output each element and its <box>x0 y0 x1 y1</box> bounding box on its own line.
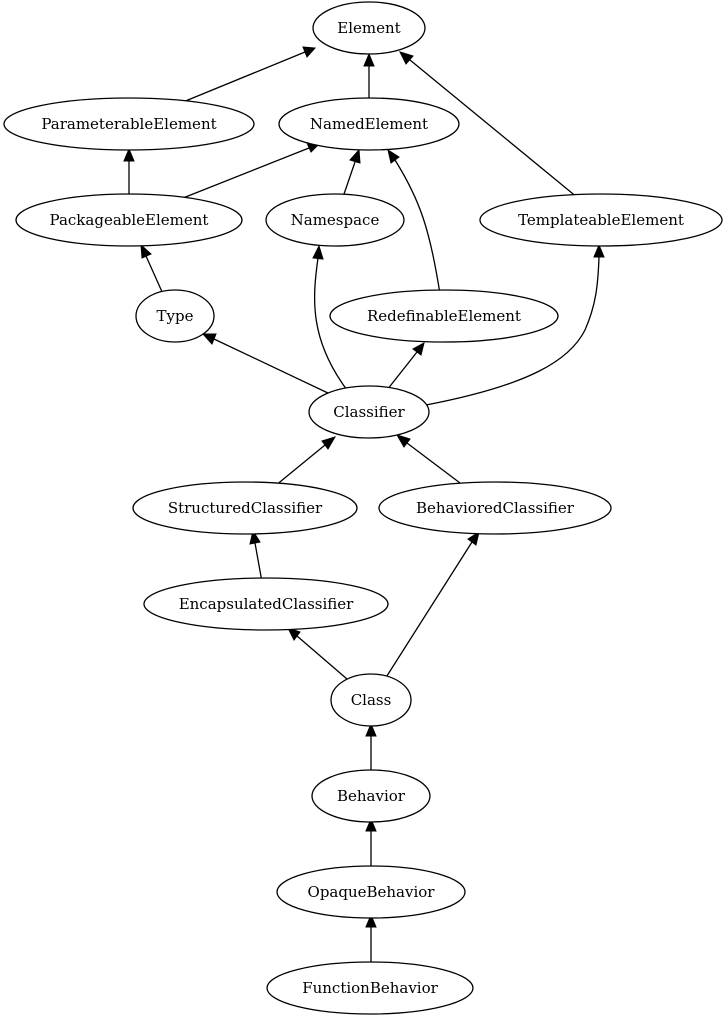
node-label: OpaqueBehavior <box>308 883 436 901</box>
node-templateableelement[interactable]: TemplateableElement <box>479 193 723 247</box>
edge-redefinableelement-to-namedelement <box>387 148 441 295</box>
node-namespace[interactable]: Namespace <box>265 193 405 247</box>
edge-classifier-to-templateableelement <box>425 243 605 406</box>
node-element[interactable]: Element <box>312 1 426 55</box>
edge-behavioredclassifier-to-classifier <box>395 434 465 487</box>
edge-classifier-to-redefinableelement <box>386 342 425 391</box>
node-label: Element <box>337 19 400 37</box>
edge-packageableelement-to-parameterableelement <box>123 147 135 197</box>
node-label: StructuredClassifier <box>168 499 323 517</box>
edge-namedelement-to-element <box>363 52 375 101</box>
node-behavior[interactable]: Behavior <box>311 769 431 823</box>
edges <box>123 46 605 966</box>
node-encapsulatedclassifier[interactable]: EncapsulatedClassifier <box>143 577 389 631</box>
node-label: TemplateableElement <box>518 211 684 229</box>
node-label: PackageableElement <box>50 211 209 229</box>
node-label: RedefinableElement <box>367 307 521 325</box>
node-classifier[interactable]: Classifier <box>308 385 430 439</box>
edge-templateableelement-to-element <box>399 51 579 199</box>
edge-class-to-behavioredclassifier <box>384 530 480 680</box>
edge-functionbehavior-to-opaquebehavior <box>365 913 377 966</box>
node-type[interactable]: Type <box>135 289 215 343</box>
edge-type-to-packageableelement <box>140 243 164 295</box>
edge-packageableelement-to-namedelement <box>182 142 321 199</box>
edge-classifier-to-type <box>201 333 331 395</box>
edge-parameterableelement-to-element <box>182 46 317 103</box>
node-label: NamedElement <box>310 115 428 133</box>
node-label: FunctionBehavior <box>302 979 438 997</box>
node-packageableelement[interactable]: PackageableElement <box>15 193 243 247</box>
node-label: Type <box>157 307 194 325</box>
node-namedelement[interactable]: NamedElement <box>278 97 460 151</box>
node-label: Class <box>351 691 392 709</box>
nodes: Element ParameterableElement NamedElemen… <box>3 1 723 1015</box>
edge-namespace-to-namedelement <box>342 148 361 198</box>
edge-encapsulatedclassifier-to-structuredclassifier <box>249 529 263 583</box>
node-label: BehavioredClassifier <box>416 499 575 517</box>
node-parameterableelement[interactable]: ParameterableElement <box>3 97 255 151</box>
node-opaquebehavior[interactable]: OpaqueBehavior <box>276 865 466 919</box>
edge-classifier-to-namespace <box>312 244 348 391</box>
edge-class-to-encapsulatedclassifier <box>287 627 348 680</box>
node-label: Behavior <box>337 787 406 805</box>
node-label: EncapsulatedClassifier <box>179 595 354 613</box>
node-label: Classifier <box>333 403 405 421</box>
node-class[interactable]: Class <box>330 673 412 727</box>
node-label: ParameterableElement <box>41 115 216 133</box>
node-redefinableelement[interactable]: RedefinableElement <box>329 289 559 343</box>
node-label: Namespace <box>291 211 380 229</box>
node-structuredclassifier[interactable]: StructuredClassifier <box>132 481 358 535</box>
edge-structuredclassifier-to-classifier <box>274 436 337 487</box>
node-functionbehavior[interactable]: FunctionBehavior <box>266 961 474 1015</box>
edge-behavior-to-class <box>365 722 377 774</box>
node-behavioredclassifier[interactable]: BehavioredClassifier <box>378 481 612 535</box>
edge-opaquebehavior-to-behavior <box>365 817 377 869</box>
